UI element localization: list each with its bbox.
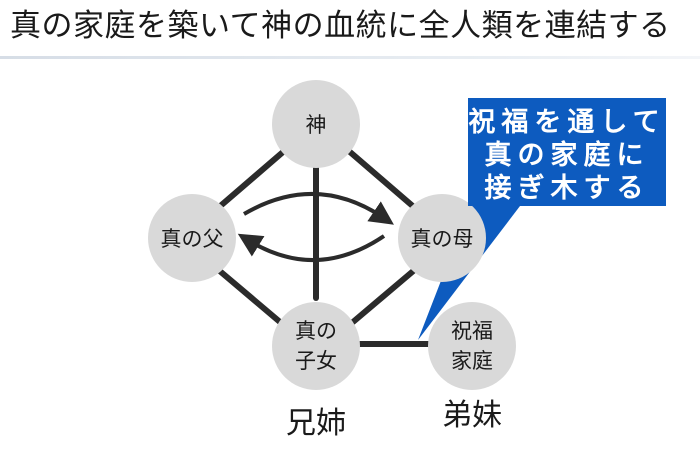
callout-box: 祝福を通して 真の家庭に 接ぎ木する	[468, 98, 666, 206]
node-god: 神	[272, 80, 360, 168]
node-true-father: 真の父	[148, 194, 236, 282]
title-divider	[0, 56, 700, 59]
node-blessed-family-line2: 家庭	[451, 349, 493, 373]
node-true-mother: 真の母	[398, 194, 486, 282]
callout-line-2: 真の家庭に	[485, 139, 650, 171]
edge-god-mother	[347, 149, 418, 211]
edge-god-father	[215, 149, 286, 211]
edge-mother-children	[350, 264, 421, 325]
node-true-father-label: 真の父	[161, 227, 224, 251]
node-true-children: 真の 子女	[272, 302, 360, 390]
node-true-children-line1: 真の	[295, 319, 337, 343]
callout-line-3: 接ぎ木する	[485, 173, 650, 204]
node-blessed-family-line1: 祝福	[451, 319, 493, 343]
edge-father-children	[212, 264, 283, 325]
callout-pointer	[418, 206, 520, 340]
caption-younger-siblings: 弟妹	[442, 398, 502, 433]
node-true-mother-label: 真の母	[411, 227, 474, 251]
arrow-mother-to-father	[237, 233, 386, 263]
node-true-children-line2: 子女	[295, 349, 337, 373]
node-god-label: 神	[306, 113, 327, 137]
give-take-arrows	[237, 191, 394, 263]
page-title: 真の家庭を築いて神の血統に全人類を連結する	[10, 8, 671, 44]
node-blessed-family: 祝福 家庭	[428, 302, 516, 390]
diagram-edges	[212, 149, 433, 347]
caption-elder-siblings: 兄姉	[286, 406, 346, 441]
callout-line-1: 祝福を通して	[468, 107, 665, 138]
arrow-father-to-mother	[242, 191, 394, 225]
